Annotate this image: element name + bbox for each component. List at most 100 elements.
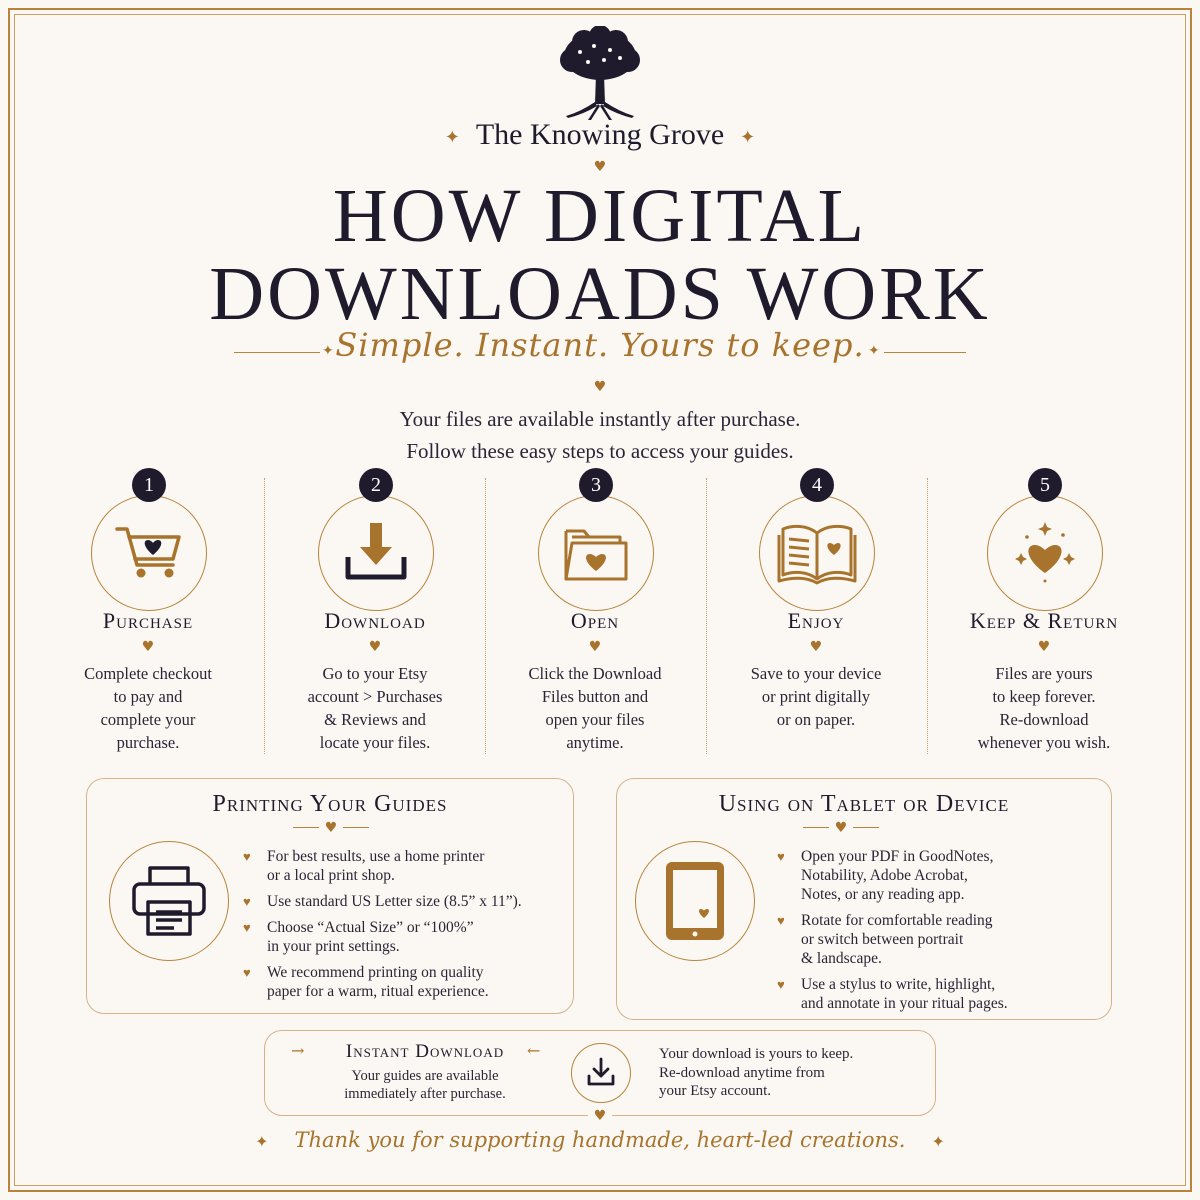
sparkle-heart-icon [1015,522,1075,583]
step-title: Download [324,608,426,633]
sparkle-icon: ✦ [322,343,334,359]
step-title: Enjoy [787,608,845,633]
printer-icon-circle [109,841,229,961]
list-item: ♥ For best results, use a home printer or … [243,847,563,885]
subtitle: Simple. Instant. Yours to keep. [335,326,865,364]
download-icon [587,1057,615,1086]
step-number-badge: 4 [800,468,834,502]
heart-bullet-icon: ♥ [243,965,251,980]
heart-bullet-icon: ♥ [243,894,251,909]
sparkle-icon: ✦ [255,1132,269,1151]
tip-line: Use standard US Letter size (8.5” x 11”)… [267,893,522,910]
heart-icon: ♥ [829,821,853,835]
desc-line: whenever you wish. [977,733,1111,752]
desc-line: complete your [100,710,196,729]
note-line: Re-download anytime from [659,1064,825,1081]
desc-line: locate your files. [319,733,431,752]
desc-line: to keep forever. [992,687,1096,706]
step-description: Go to your Etsy account > Purchases & Re… [275,662,475,754]
step-number-badge: 3 [579,468,613,502]
tree-icon [560,26,640,120]
folder-icon [564,529,628,581]
desc-line: Files button and [541,687,649,706]
note-line: Your download is yours to keep. [659,1046,854,1062]
shopping-cart-icon [115,527,181,578]
desc-line: Save to your device [750,664,882,683]
heart-divider-icon: ♥ [593,159,607,175]
panel-title: Using on Tablet or Device [718,791,1010,817]
tablet-device-panel: Using on Tablet or Device ♥ ♥Open your P… [616,778,1112,1020]
tip-line: & landscape. [801,950,882,967]
step-number-badge: 5 [1028,468,1062,502]
thank-you-message: ✦Thank you for supporting handmade, hear… [0,1128,1200,1152]
intro-line: Your files are available instantly after… [399,407,801,431]
heart-bullet-icon: ♥ [243,849,251,864]
list-item: ♥ Use standard US Letter size (8.5” x 11”… [243,892,563,911]
sparkle-icon: ✦ [444,126,460,147]
instant-download-title: Instant Download [345,1041,505,1062]
heart-icon: ♥ [368,639,382,655]
tip-line: We recommend printing on quality [267,964,484,981]
subtitle-rule-right [884,352,966,353]
desc-line: to pay and [113,687,183,706]
step-title: Keep & Return [969,608,1119,633]
tip-line: paper for a warm, ritual experience. [267,983,489,1000]
step-description: Files are yours to keep forever. Re-down… [944,662,1144,754]
step-description: Save to your device or print digitally o… [716,662,916,731]
panel-title: Printing Your Guides [212,791,448,817]
page-title-line2: DOWNLOADS WORK [209,252,991,336]
step-title: Purchase [102,608,194,633]
tip-line: Notes, or any reading app. [801,886,965,903]
desc-line: Your guides are available [351,1068,499,1084]
sparkle-icon: ✦ [931,1132,945,1151]
desc-line: anytime. [566,733,624,752]
heart-icon: ♥ [141,639,155,655]
printer-icon [132,866,206,936]
step-icon-circle [538,495,654,611]
desc-line: & Reviews and [324,710,426,729]
heart-icon: ♥ [588,1109,612,1123]
desc-line: Go to your Etsy [322,664,428,683]
heart-bullet-icon: ♥ [777,977,785,992]
heart-bullet-icon: ♥ [243,920,251,935]
step-title: Open [570,608,620,633]
brand-title: ✦The Knowing Grove✦ [0,118,1200,152]
desc-line: or print digitally [761,687,871,706]
subtitle-rule-left [234,352,320,353]
desc-line: Complete checkout [84,664,212,683]
download-icon [345,523,407,580]
step-divider [927,478,928,754]
inner-border [14,14,1186,1186]
heart-icon: ♥ [319,821,343,835]
instant-download-panel: → Instant Download ← Your guides are ava… [264,1030,936,1116]
step-divider [485,478,486,754]
heart-icon: ♥ [809,639,823,655]
arrow-right-icon: → [291,1041,305,1060]
printing-guides-panel: Printing Your Guides ♥ ♥ For best results… [86,778,574,1014]
list-item: ♥ We recommend printing on quality paper f… [243,963,563,1001]
download-icon-circle [571,1043,631,1103]
step-number-badge: 2 [359,468,393,502]
desc-line: account > Purchases [307,687,443,706]
step-description: Complete checkout to pay and complete yo… [48,662,248,754]
heart-bullet-icon: ♥ [777,913,785,928]
list-item: ♥Choose “Actual Size” or “100%”in your p… [243,918,563,956]
step-icon-circle [759,495,875,611]
tablet-tips-list: ♥Open your PDF in GoodNotes,Notability, … [777,847,1097,1020]
step-icon-circle [318,495,434,611]
note-line: your Etsy account. [659,1083,772,1099]
step-divider [706,478,707,754]
open-book-icon [777,524,857,585]
sparkle-icon: ✦ [868,343,880,359]
heart-icon: ♥ [1037,639,1051,655]
tip-line: or a local print shop. [267,867,395,884]
desc-line: purchase. [116,733,180,752]
intro-text: Your files are available instantly after… [0,403,1200,467]
tip-line: Rotate for comfortable reading [801,912,993,929]
heart-bullet-icon: ♥ [777,849,785,864]
tip-line: For best results, use a home printer [267,848,485,865]
list-item: ♥Use a stylus to write, highlight,and an… [777,975,1097,1013]
heart-icon: ♥ [588,639,602,655]
desc-line: Click the Download [528,664,662,683]
